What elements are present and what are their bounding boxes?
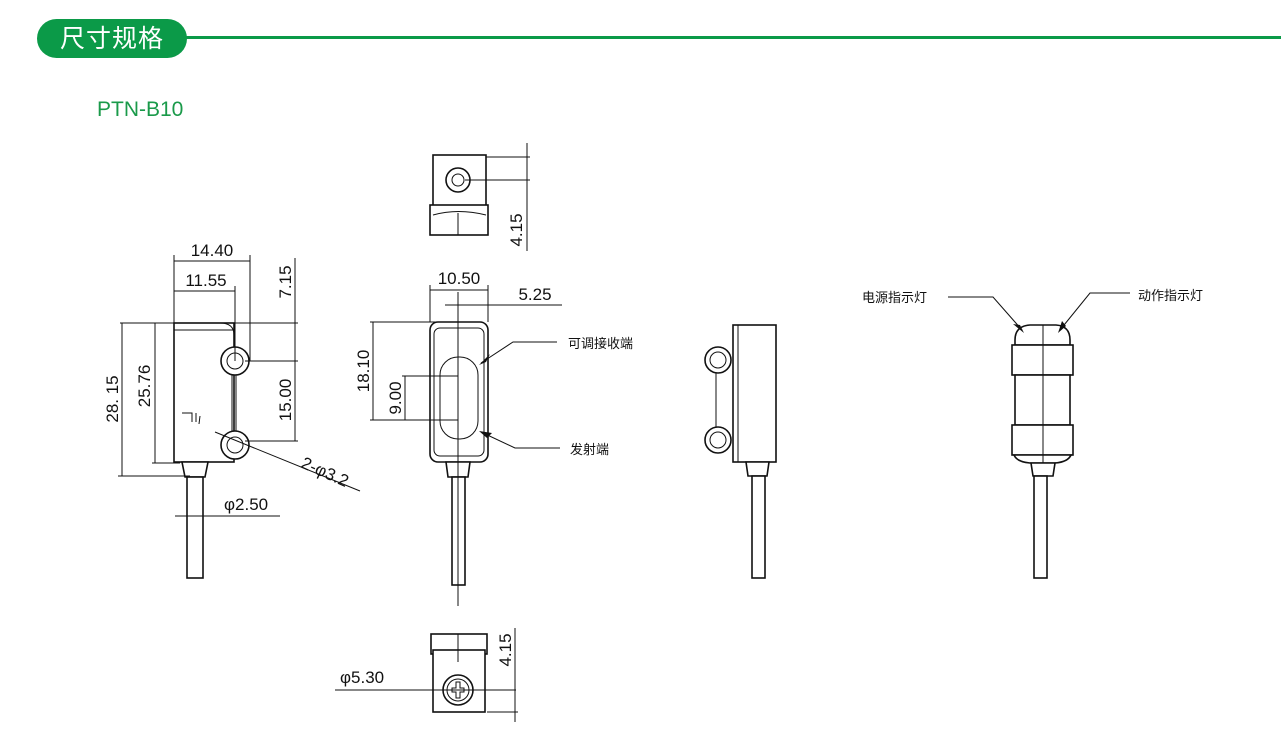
section-divider xyxy=(180,36,1281,39)
dim-hole-pitch: 15.00 xyxy=(276,379,295,422)
dim-front-height: 18.10 xyxy=(354,350,373,393)
dim-front-half-width: 5.25 xyxy=(518,285,551,304)
dim-width-total: 14.40 xyxy=(191,241,234,260)
dim-bottom-offset: 4.15 xyxy=(496,633,515,666)
rear-view: 电源指示灯 动作指示灯 xyxy=(862,289,1203,579)
label-power-led: 电源指示灯 xyxy=(862,291,927,306)
dim-width-hole: 11.55 xyxy=(185,271,226,290)
dim-front-window: 9.00 xyxy=(386,381,405,414)
dim-holes: 2-φ3.2 xyxy=(298,453,351,491)
dim-height-total: 28. 15 xyxy=(103,375,122,422)
model-name: PTN-B10 xyxy=(97,98,184,121)
dim-cable-dia: φ2.50 xyxy=(224,495,268,514)
dim-front-width: 10.50 xyxy=(438,269,481,288)
label-receiver: 可调接收端 xyxy=(568,336,633,352)
front-view: 10.50 5.25 18.10 9.00 可调接收端 发射端 xyxy=(354,269,633,606)
dim-top-offset: 4.15 xyxy=(507,213,526,246)
side-view: 14.40 11.55 7.15 15.00 28. 15 25.76 2-φ3… xyxy=(103,241,361,579)
back-side-view xyxy=(704,324,777,579)
dim-height-body: 25.76 xyxy=(135,365,154,408)
label-emitter: 发射端 xyxy=(570,442,609,458)
label-action-led: 动作指示灯 xyxy=(1138,289,1203,304)
dim-hole-top: 7.15 xyxy=(276,265,295,298)
top-view: 4.15 xyxy=(429,143,530,251)
section-title: 尺寸规格 xyxy=(37,19,187,58)
dim-knob-dia: φ5.30 xyxy=(340,668,384,687)
bottom-view: φ5.30 4.15 xyxy=(335,628,518,722)
